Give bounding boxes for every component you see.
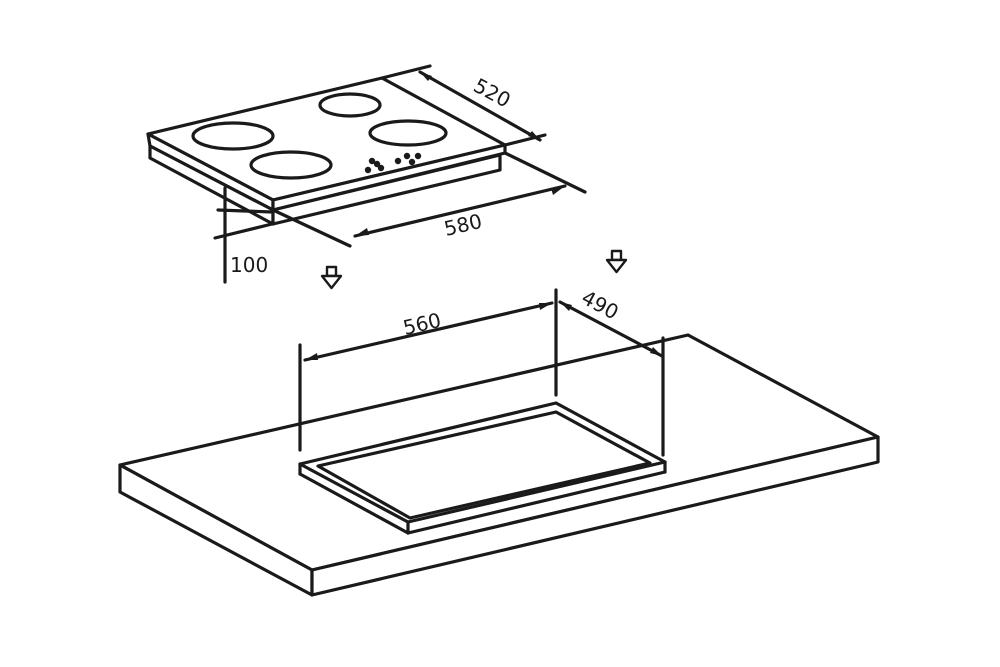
hob-lower-body-side — [271, 153, 502, 226]
control-knobs-icon — [364, 152, 422, 174]
burner-rear-left-icon — [191, 121, 275, 151]
cutout-depth-label: 490 — [578, 285, 623, 324]
arrow-down-left-icon — [320, 265, 343, 290]
burner-front-right-icon — [368, 119, 448, 147]
hob-unit — [146, 76, 507, 226]
arrow-down-right-icon — [605, 249, 628, 274]
cutout-width-label: 560 — [401, 308, 444, 340]
countertop-right-edge — [310, 435, 880, 597]
burner-front-left-icon — [249, 150, 333, 180]
countertop-cutout — [298, 401, 667, 535]
hob-depth-label: 520 — [470, 73, 515, 112]
dim-hob-height: 100 — [213, 186, 274, 284]
hob-height-label: 100 — [230, 253, 268, 277]
burner-rear-right-icon — [318, 92, 382, 118]
cutout-inner — [316, 410, 652, 520]
